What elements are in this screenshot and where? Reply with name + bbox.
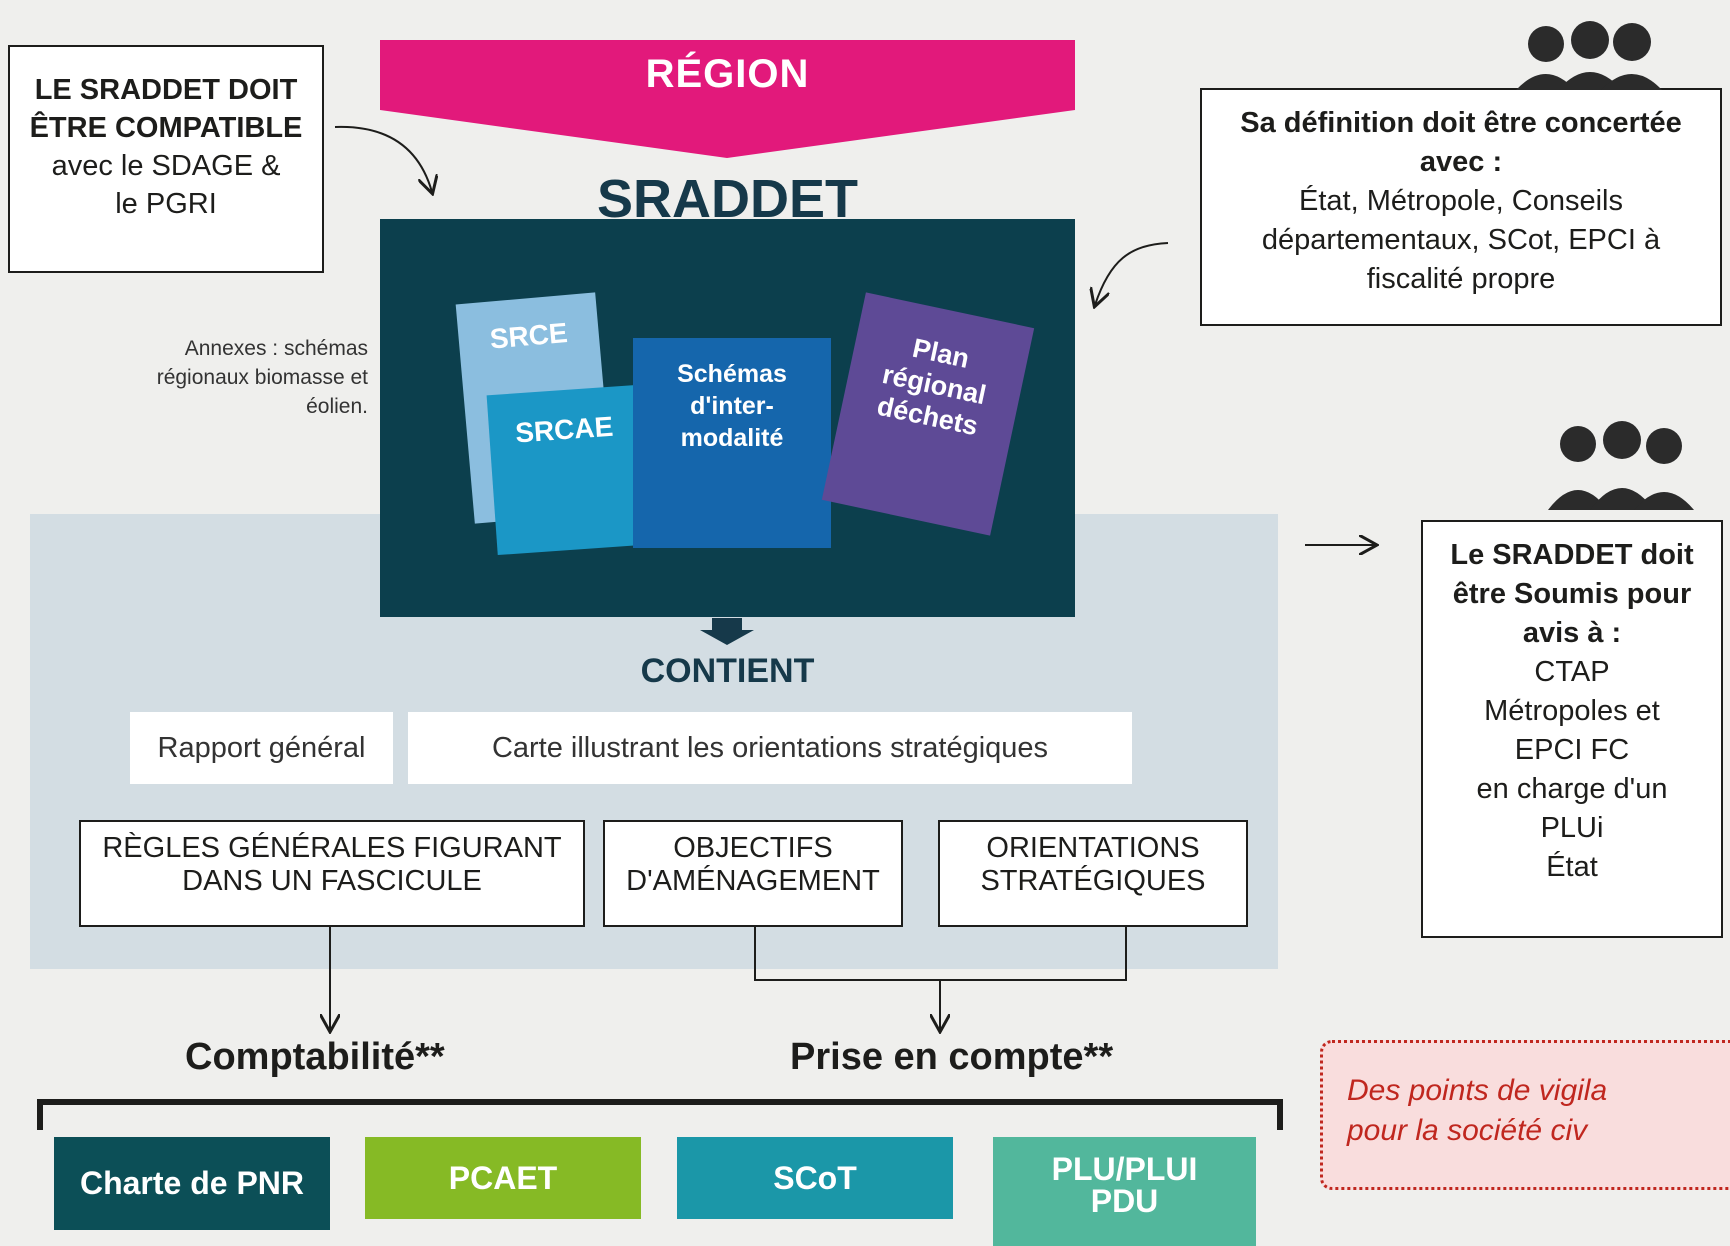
card-schemas-line: modalité — [680, 424, 784, 452]
soumis-box: Le SRADDET doit être Soumis pour avis à … — [1421, 520, 1723, 938]
region-banner — [380, 40, 1075, 158]
soumis-line: Le SRADDET doit — [1450, 539, 1694, 571]
soumis-line: Métropoles et — [1484, 695, 1660, 727]
objectifs-line: OBJECTIFS — [673, 832, 833, 864]
doc-scot: SCoT — [677, 1137, 953, 1219]
orientations-line: STRATÉGIQUES — [980, 865, 1206, 897]
compatibility-box: LE SRADDET DOIT ÊTRE COMPATIBLE avec le … — [8, 45, 324, 273]
comptabilite-label: Comptabilité** — [185, 1036, 445, 1078]
regles-line: DANS UN FASCICULE — [182, 865, 482, 897]
concertation-line: État, Métropole, Conseils — [1299, 185, 1623, 217]
card-schemas-line: d'inter- — [690, 392, 774, 420]
contient-label: CONTIENT — [640, 652, 815, 690]
people-group-icon — [1516, 21, 1662, 90]
compatibility-line: avec le SDAGE & — [51, 150, 281, 182]
vigilance-line: pour la société civ — [1347, 1114, 1588, 1147]
people-group-icon — [1548, 421, 1694, 510]
concertation-arrow — [1095, 242, 1169, 305]
compatibility-line: le PGRI — [115, 188, 217, 220]
compatibility-line: ÊTRE COMPATIBLE — [29, 112, 303, 144]
annexes-note: Annexes : schémas régionaux biomasse et … — [112, 334, 368, 421]
annexes-line: régionaux biomasse et — [156, 366, 368, 389]
regles-box: RÈGLES GÉNÉRALES FIGURANT DANS UN FASCIC… — [79, 820, 585, 927]
soumis-line: CTAP — [1534, 656, 1610, 688]
concertation-box: Sa définition doit être concertée avec :… — [1200, 88, 1722, 326]
orientations-line: ORIENTATIONS — [986, 832, 1200, 864]
vigilance-note: Des points de vigila pour la société civ — [1320, 1040, 1730, 1190]
soumis-line: État — [1546, 851, 1598, 883]
compatibility-line: LE SRADDET DOIT — [34, 74, 298, 106]
doc-plu-line: PDU — [1090, 1183, 1159, 1219]
card-schemas-line: Schémas — [677, 360, 787, 388]
doc-pcaet: PCAET — [365, 1137, 641, 1219]
concertation-line: Sa définition doit être concertée — [1240, 107, 1682, 139]
soumis-line: EPCI FC — [1514, 734, 1630, 766]
vigilance-line: Des points de vigila — [1347, 1074, 1608, 1107]
annexes-line: Annexes : schémas — [184, 337, 368, 360]
contient-arrow-icon — [700, 618, 754, 645]
objectifs-line: D'AMÉNAGEMENT — [626, 865, 880, 897]
carte-box: Carte illustrant les orientations straté… — [408, 712, 1132, 784]
concertation-line: fiscalité propre — [1366, 263, 1556, 295]
soumis-line: être Soumis pour — [1452, 578, 1692, 610]
concertation-line: avec : — [1419, 146, 1503, 178]
doc-plu-line: PLU/PLUI — [1051, 1151, 1198, 1187]
card-schemas: Schémas d'inter- modalité — [633, 338, 831, 548]
orientations-box: ORIENTATIONS STRATÉGIQUES — [938, 820, 1248, 927]
objectifs-box: OBJECTIFS D'AMÉNAGEMENT — [603, 820, 903, 927]
soumis-line: PLUi — [1540, 812, 1604, 844]
soumis-line: avis à : — [1522, 617, 1622, 649]
regles-line: RÈGLES GÉNÉRALES FIGURANT — [102, 832, 562, 864]
region-label: RÉGION — [645, 52, 810, 96]
objectifs-orientations-connector — [754, 927, 1127, 1030]
doc-charte-pnr: Charte de PNR — [54, 1137, 330, 1230]
concertation-line: départementaux, SCot, EPCI à — [1261, 224, 1661, 256]
compatibility-arrow — [334, 125, 432, 192]
documents-bracket — [37, 1099, 1283, 1130]
doc-plu-pdu: PLU/PLUI PDU — [993, 1137, 1256, 1246]
annexes-line: éolien. — [306, 395, 368, 418]
soumis-line: en charge d'un — [1476, 773, 1668, 805]
rapport-general-box: Rapport général — [130, 712, 393, 784]
